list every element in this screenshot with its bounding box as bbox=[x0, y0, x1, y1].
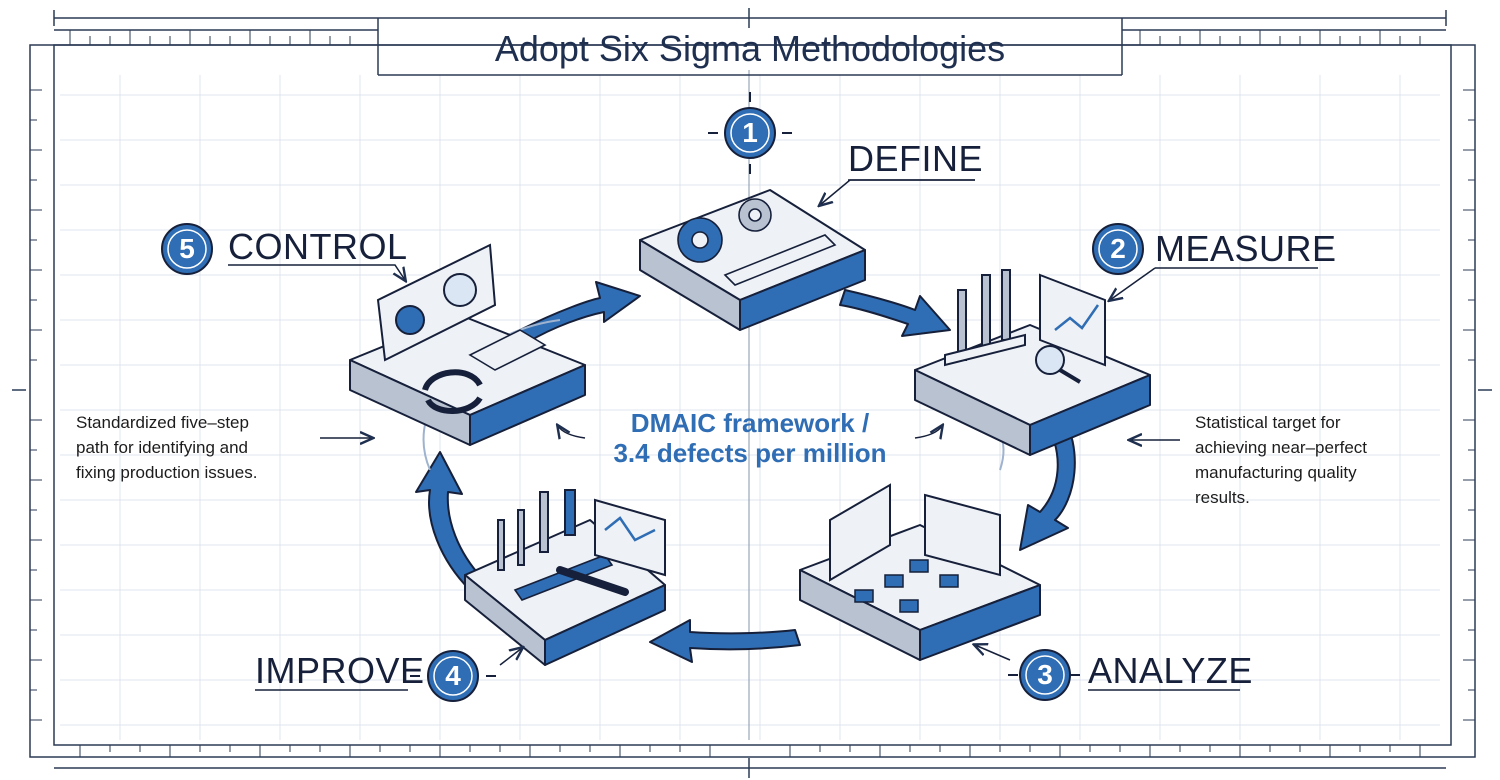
badge-circle-icon bbox=[1092, 223, 1144, 275]
step-badge-1: 1 bbox=[723, 106, 777, 160]
dashboard-panel-icon bbox=[376, 243, 497, 362]
step-badge-3: 3 bbox=[1018, 648, 1072, 702]
magnifier-icon bbox=[1035, 345, 1082, 384]
leader-lines bbox=[228, 179, 1318, 691]
wrench-icon bbox=[556, 566, 629, 596]
badge-circle-icon bbox=[161, 223, 213, 275]
step-label-define: DEFINE bbox=[848, 138, 984, 179]
step-label-measure: MEASURE bbox=[1155, 228, 1337, 269]
trend-monitor-icon bbox=[594, 498, 666, 577]
progress-bar-icon bbox=[513, 554, 614, 601]
left-note: Standardized five–step path for identify… bbox=[76, 410, 257, 485]
calipers-icon bbox=[944, 269, 1026, 367]
right-note: Statistical target for achieving near–pe… bbox=[1195, 410, 1367, 510]
arrow-control-to-define bbox=[519, 281, 641, 343]
chart-monitor-icon bbox=[1039, 273, 1106, 367]
badge-crosshairs bbox=[410, 92, 1080, 677]
platform-measure bbox=[914, 324, 1151, 456]
arrow-measure-to-analyze bbox=[1019, 409, 1076, 551]
step-label-analyze: ANALYZE bbox=[1088, 650, 1253, 691]
step-number-3: 3 bbox=[1037, 659, 1053, 690]
step-badge-4: 4 bbox=[426, 649, 480, 703]
platform-define bbox=[639, 189, 866, 331]
step-badge-2: 2 bbox=[1091, 222, 1145, 276]
gears-icon bbox=[677, 198, 772, 263]
step-number-5: 5 bbox=[179, 233, 195, 264]
arrow-define-to-measure bbox=[839, 289, 951, 337]
cycle-arrows bbox=[415, 281, 1076, 663]
step-label-control: CONTROL bbox=[228, 226, 408, 267]
center-caption: DMAIC framework / 3.4 defects per millio… bbox=[560, 408, 940, 468]
badge-circle-icon bbox=[1019, 649, 1071, 701]
right-note-line: manufacturing quality bbox=[1195, 463, 1357, 482]
step-number-2: 2 bbox=[1110, 233, 1126, 264]
center-caption-line-1: DMAIC framework / bbox=[630, 408, 870, 438]
right-note-line: Statistical target for bbox=[1195, 413, 1341, 432]
left-note-line: path for identifying and bbox=[76, 438, 249, 457]
right-note-line: achieving near–perfect bbox=[1195, 438, 1368, 457]
badge-circle-icon bbox=[724, 107, 776, 159]
blueprint-frame bbox=[12, 8, 1492, 778]
ruler-icon bbox=[723, 234, 837, 286]
center-caption-line-2: 3.4 defects per million bbox=[613, 438, 887, 468]
badge-circle-icon bbox=[427, 650, 479, 702]
step-badge-5: 5 bbox=[160, 222, 214, 276]
arrow-improve-to-control bbox=[415, 451, 483, 591]
left-note-line: fixing production issues. bbox=[76, 463, 258, 482]
page-title: Adopt Six Sigma Methodologies bbox=[494, 28, 1006, 69]
step-label-improve: IMPROVE bbox=[255, 650, 425, 691]
flowchart-monitors-icon bbox=[829, 483, 1001, 582]
left-note-line: Standardized five–step bbox=[76, 413, 249, 432]
ruler-ticks bbox=[30, 30, 1475, 757]
checklist-icon bbox=[468, 329, 547, 371]
cycle-arrows-icon bbox=[422, 369, 483, 414]
right-note-line: results. bbox=[1195, 488, 1250, 507]
step-number-1: 1 bbox=[742, 117, 758, 148]
arrow-analyze-to-improve bbox=[649, 619, 801, 663]
tools-icon bbox=[497, 489, 576, 571]
flow-nodes-icon bbox=[854, 559, 959, 613]
step-number-4: 4 bbox=[445, 660, 461, 691]
